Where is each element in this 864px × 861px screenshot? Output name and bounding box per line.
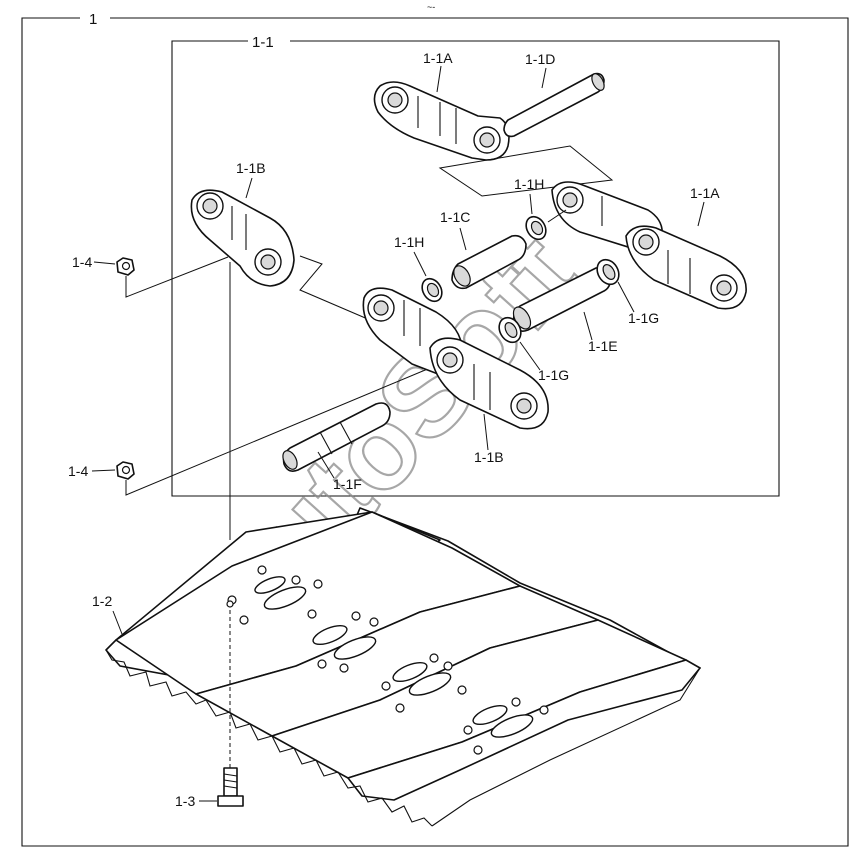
bolt-hole <box>429 653 439 663</box>
seal-h-top: 1-1H <box>514 176 567 241</box>
bolt-hole <box>317 659 327 669</box>
pin-f: 1-1F <box>282 402 391 492</box>
connector-bracket <box>299 255 371 321</box>
bolt-hole <box>339 663 349 673</box>
connector-bracket <box>438 145 614 197</box>
shoe-label: 1-2 <box>92 593 112 609</box>
bolt-hole <box>457 685 467 695</box>
nut-bottom: 1-4 <box>68 367 431 496</box>
header-mark: ~- <box>427 2 435 12</box>
bolt-hole <box>351 611 361 621</box>
bolt-hole <box>381 681 391 691</box>
slot-hole <box>333 636 377 660</box>
bolt-hole <box>463 725 473 735</box>
bolt-hole <box>307 609 317 619</box>
slot-hole <box>263 586 307 610</box>
bolt-hole <box>395 703 405 713</box>
slot-hole <box>392 661 428 683</box>
bolt-head <box>217 795 244 807</box>
link-b-left: 1-1B <box>190 160 295 287</box>
bolt-hole <box>226 600 234 608</box>
link-a-top: 1-1A <box>373 50 510 161</box>
link-assembly-frame: 1-1 <box>171 34 780 497</box>
slot-hole <box>490 714 534 738</box>
bolt-label: 1-3 <box>175 793 195 809</box>
link-assembly-label: 1-1 <box>252 34 274 51</box>
bushing-e-label: 1-1E <box>588 338 618 354</box>
nut-bottom-label: 1-4 <box>68 463 88 479</box>
assembly-label: 1 <box>89 11 97 28</box>
link-a-right: 1-1A <box>551 181 747 310</box>
bolt-hole <box>539 705 549 715</box>
bushing-c-label: 1-1C <box>440 209 470 225</box>
seal-g-right-label: 1-1G <box>628 310 659 326</box>
slot-hole <box>312 624 348 646</box>
link-b-bottom: 1-1B <box>362 287 549 465</box>
pin-f-label: 1-1F <box>333 476 362 492</box>
bolt-hole <box>443 661 453 671</box>
seal-g-right: 1-1G <box>596 258 659 326</box>
bolt-hole <box>257 565 267 575</box>
seal-g-mid: 1-1G <box>498 316 569 383</box>
bolt-hole <box>291 575 301 585</box>
slot-hole <box>472 704 508 726</box>
bolt-hole <box>473 745 483 755</box>
seal-h-mid-label: 1-1H <box>394 234 424 250</box>
bolt-hole <box>511 697 521 707</box>
pin-d-label: 1-1D <box>525 51 555 67</box>
bolt-hole <box>239 615 249 625</box>
assembly-frame: 1 <box>21 11 849 847</box>
seal-h-mid: 1-1H <box>394 234 443 303</box>
shoe-bolt: 1-3 <box>175 262 244 809</box>
link-a-top-label: 1-1A <box>423 50 453 66</box>
nut-top-label: 1-4 <box>72 254 92 270</box>
track-shoe-group: 1-2 <box>92 507 701 827</box>
slot-hole <box>254 576 286 594</box>
link-b-left-label: 1-1B <box>236 160 266 176</box>
pin-d: 1-1D <box>503 51 605 138</box>
bushing-c: 1-1C <box>440 209 527 290</box>
nut-top: 1-4 <box>72 254 229 298</box>
bolt-hole <box>313 579 323 589</box>
slot-hole <box>408 672 452 696</box>
bolt-hole <box>369 617 379 627</box>
link-b-bottom-label: 1-1B <box>474 449 504 465</box>
link-a-right-label: 1-1A <box>690 185 720 201</box>
seal-h-top-label: 1-1H <box>514 176 544 192</box>
seal-g-mid-label: 1-1G <box>538 367 569 383</box>
